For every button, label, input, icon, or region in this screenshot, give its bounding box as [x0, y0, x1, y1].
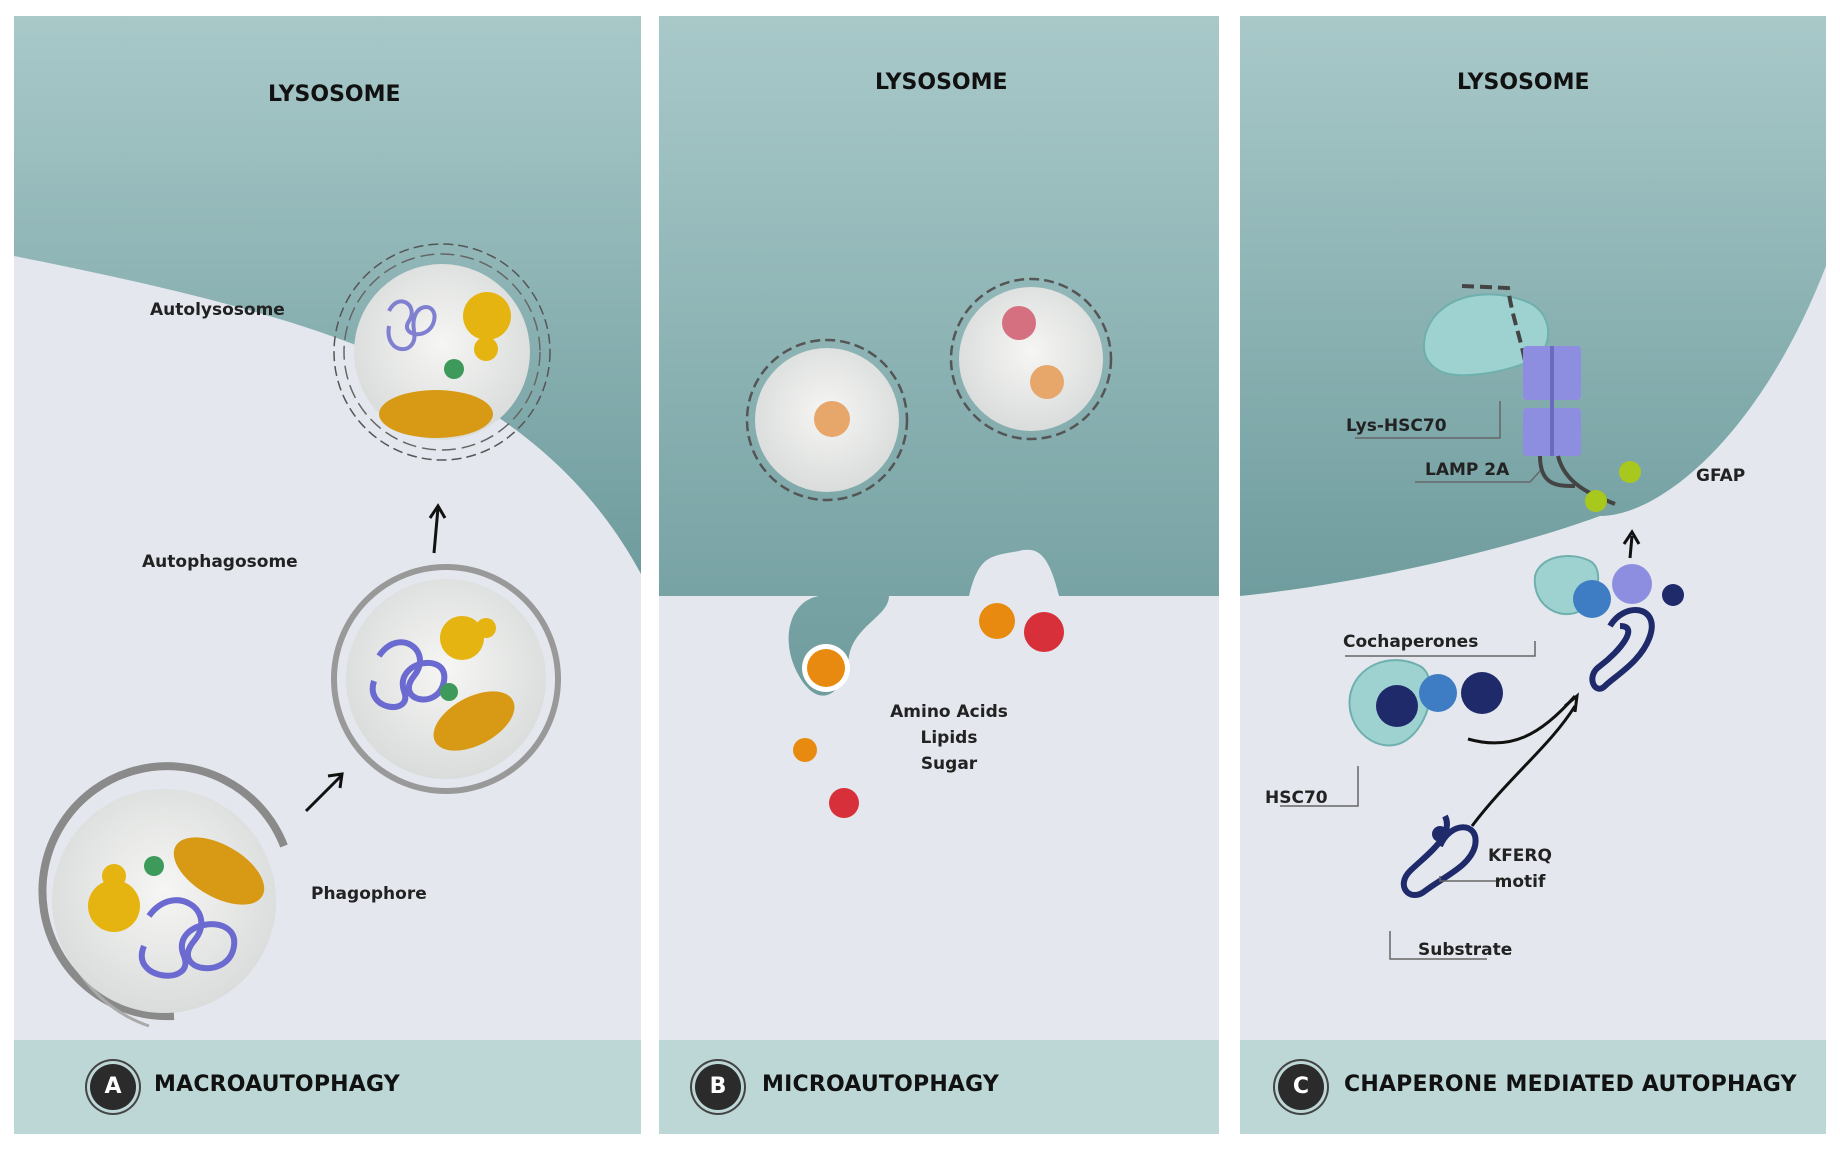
- cma-scene: [1240, 16, 1826, 960]
- autophagosome-label: Autophagosome: [142, 552, 298, 572]
- gfap-dot: [1585, 490, 1607, 512]
- lipids-label: Lipids: [920, 728, 978, 748]
- panel-footer: A MACROAUTOPHAGY: [14, 1040, 641, 1134]
- hsc70-cochaperone-group: [1348, 659, 1503, 747]
- panel-badge: A: [90, 1064, 136, 1110]
- panel-title: CHAPERONE MEDIATED AUTOPHAGY: [1344, 1072, 1797, 1097]
- phagophore-vesicle: [38, 762, 288, 1028]
- cytoplasmic-molecules: [793, 603, 1064, 818]
- lysosome-label: LYSOSOME: [1457, 70, 1590, 95]
- macroautophagy-scene: [14, 16, 641, 1028]
- substrate-protein: [1400, 814, 1479, 899]
- lamp2a-channel: [1523, 346, 1581, 456]
- panel-footer: B MICROAUTOPHAGY: [659, 1040, 1219, 1134]
- vesicle-right: [949, 277, 1113, 441]
- substrate-chaperone-complex: [1533, 555, 1684, 692]
- cochaperones-label: Cochaperones: [1343, 632, 1479, 652]
- panel-badge: C: [1278, 1064, 1324, 1110]
- panel-badge: B: [695, 1064, 741, 1110]
- import-arrow: [1622, 529, 1641, 559]
- transition-arrows: [304, 503, 447, 813]
- amino-acids-label: Amino Acids: [890, 702, 1008, 722]
- panel-title: MICROAUTOPHAGY: [762, 1072, 1000, 1097]
- motif-label: motif: [1494, 872, 1546, 892]
- autolysosome-vesicle: [333, 243, 551, 461]
- lysosome-label: LYSOSOME: [875, 70, 1008, 95]
- sugar-label: Sugar: [920, 754, 978, 774]
- binding-arrows: [1467, 692, 1579, 827]
- autophagosome-vesicle: [331, 564, 561, 794]
- panel-title: MACROAUTOPHAGY: [154, 1072, 400, 1097]
- autolysosome-label: Autolysosome: [150, 300, 285, 320]
- microautophagy-scene: [659, 16, 1219, 818]
- phagophore-label: Phagophore: [311, 884, 427, 904]
- gfap-dot: [1619, 461, 1641, 483]
- lysosome-label: LYSOSOME: [268, 82, 401, 107]
- leader-lines: [1280, 401, 1541, 960]
- kferq-label: KFERQ: [1488, 846, 1552, 866]
- vesicle-left: [745, 338, 909, 502]
- lysosome-membrane: [14, 16, 641, 574]
- lamp2a-label: LAMP 2A: [1425, 460, 1510, 480]
- gfap-label: GFAP: [1696, 466, 1746, 486]
- substrate-label: Substrate: [1418, 940, 1513, 960]
- lysosome-membrane: [659, 16, 1219, 696]
- lys-hsc70-label: Lys-HSC70: [1346, 416, 1447, 436]
- panel-macroautophagy: LYSOSOME Autolysosome Autophagosome Phag…: [14, 16, 641, 1134]
- panel-chaperone-mediated-autophagy: LYSOSOME Lys-HSC70 LAMP 2A GFAP Cochaper…: [1240, 16, 1826, 1134]
- hsc70-label: HSC70: [1265, 788, 1328, 808]
- panel-microautophagy: LYSOSOME Amino Acids Lipids Sugar B MICR…: [659, 16, 1219, 1134]
- panel-footer: C CHAPERONE MEDIATED AUTOPHAGY: [1240, 1040, 1826, 1134]
